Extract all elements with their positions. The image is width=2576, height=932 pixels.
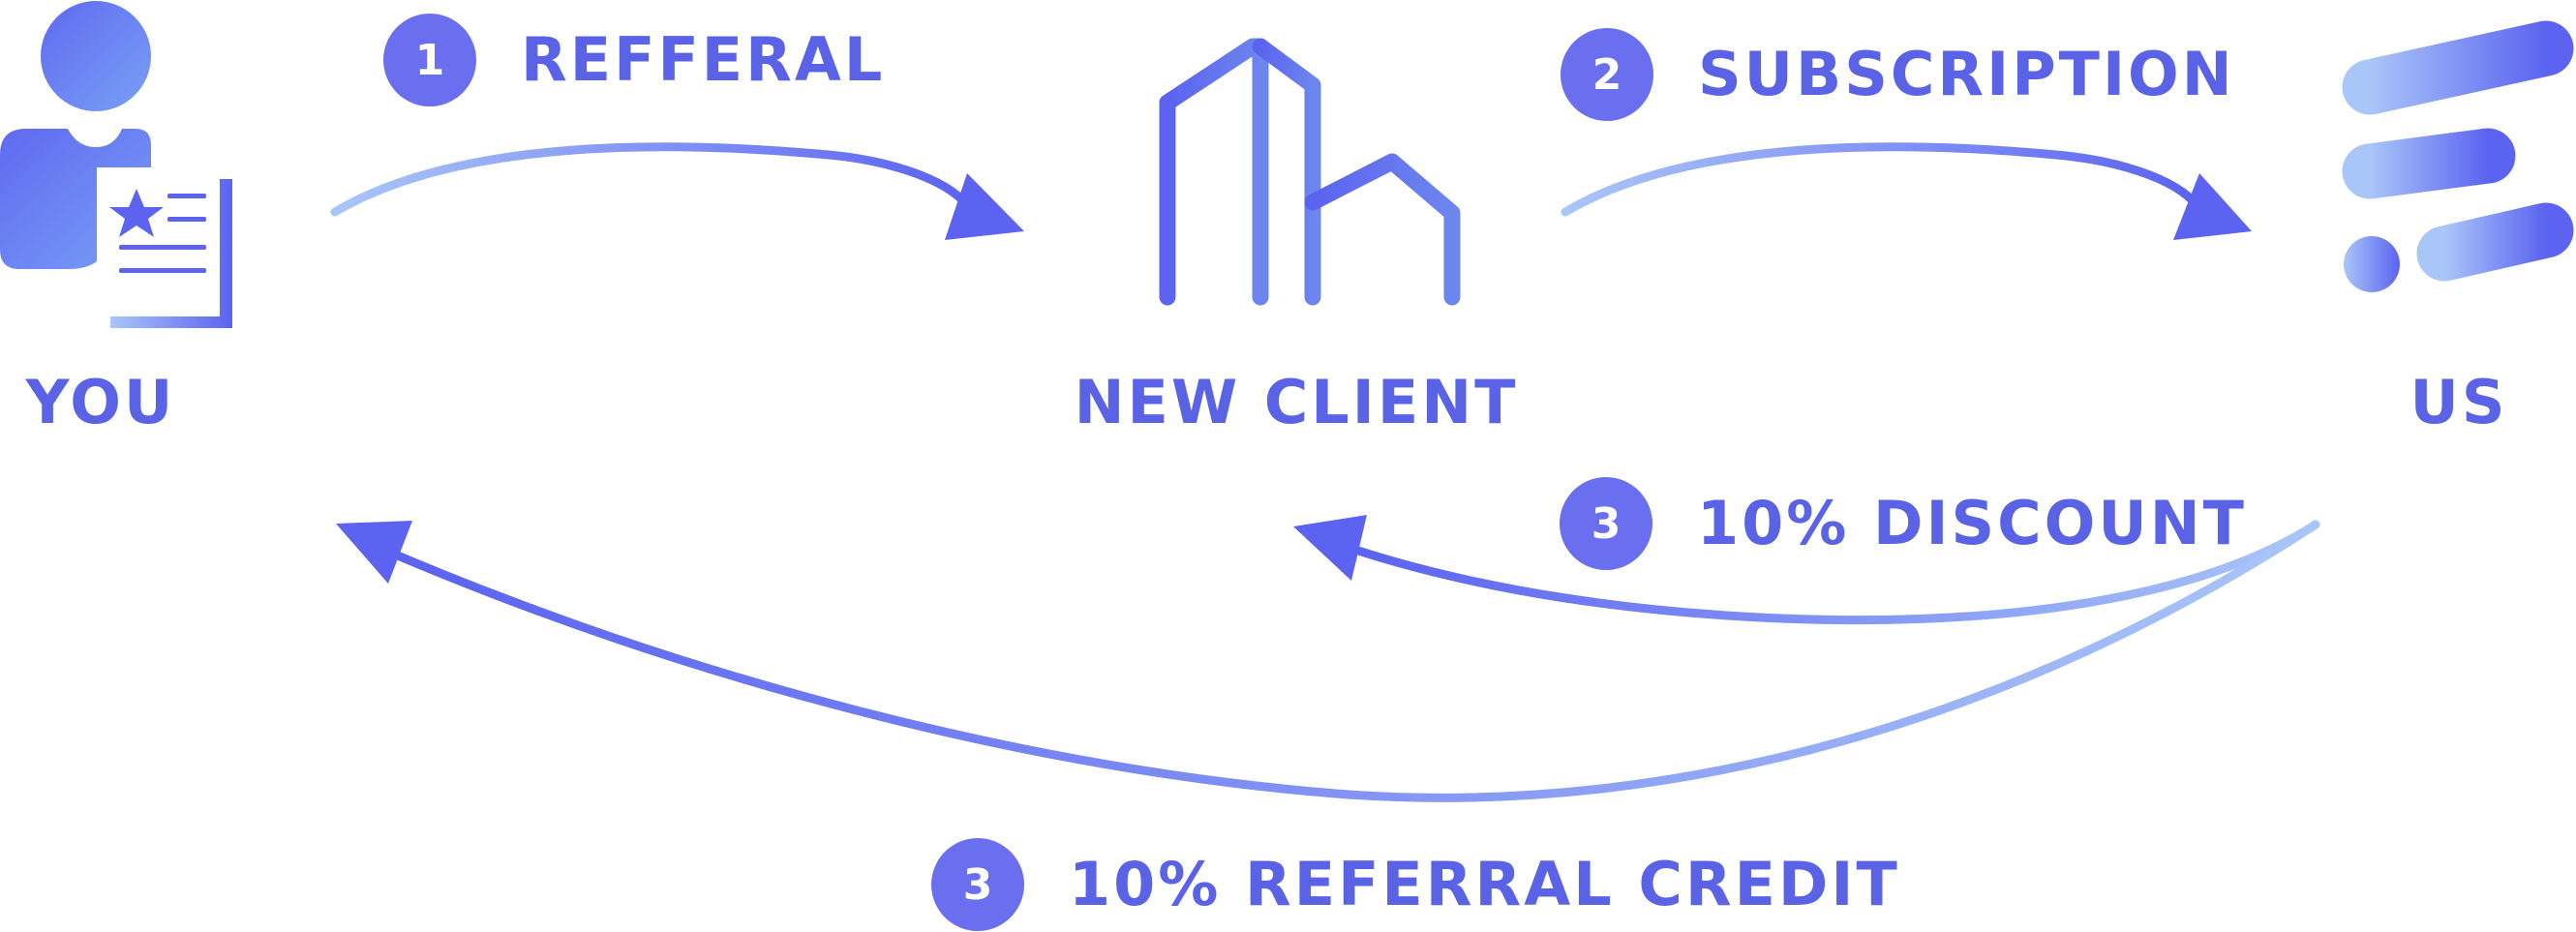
building-icon (1159, 38, 1461, 306)
step-badge: 2 (1561, 28, 1653, 121)
step-badge: 3 (1560, 477, 1652, 570)
step-referral-credit: 3 10% REFERRAL CREDIT (931, 838, 1900, 931)
step-label: REFFERAL (521, 24, 886, 95)
person-with-document-icon (0, 1, 232, 328)
node-label-us: US (2409, 367, 2508, 437)
arrow-discount (1293, 515, 2320, 625)
company-logo-icon (2342, 20, 2574, 292)
node-label-you: YOU (25, 367, 176, 437)
step-discount: 3 10% DISCOUNT (1560, 477, 2247, 570)
step-referral: 1 REFFERAL (383, 14, 885, 106)
step-badge: 1 (383, 14, 476, 106)
step-subscription: 2 SUBSCRIPTION (1561, 28, 2235, 121)
arrow-referral-credit (336, 520, 2320, 802)
step-label: 10% REFERRAL CREDIT (1069, 849, 1900, 919)
step-label: SUBSCRIPTION (1698, 39, 2235, 109)
step-label: 10% DISCOUNT (1697, 488, 2247, 558)
arrow-referral (330, 142, 1024, 240)
step-badge: 3 (931, 838, 1024, 931)
node-label-new-client: NEW CLIENT (1074, 367, 1519, 437)
arrow-subscription (1561, 142, 2252, 240)
